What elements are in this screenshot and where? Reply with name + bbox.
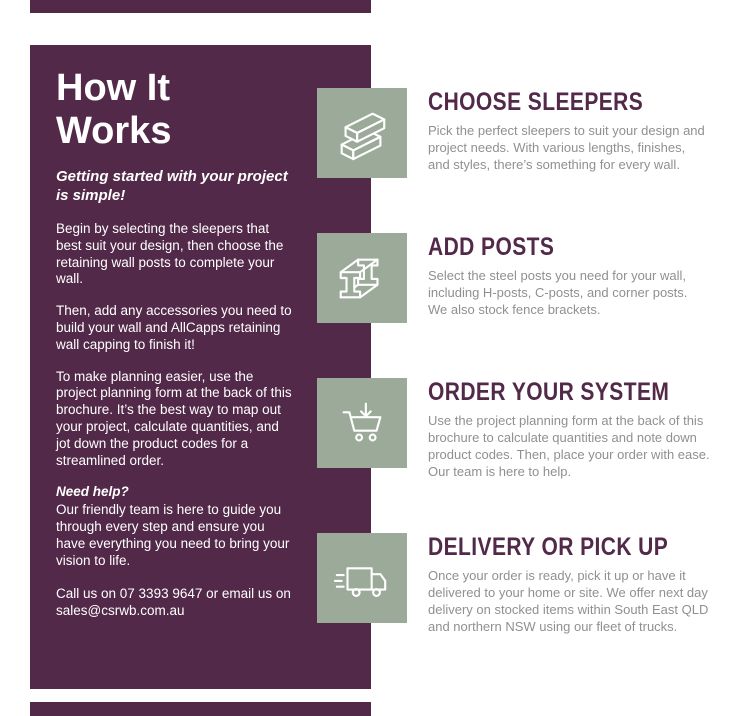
step-choose-sleepers: CHOOSE SLEEPERS Pick the perfect sleeper… bbox=[317, 88, 710, 178]
sidebar-paragraph-accessories: Then, add any accessories you need to bu… bbox=[56, 303, 292, 352]
step-content: ADD POSTS Select the steel posts you nee… bbox=[428, 233, 710, 323]
contact-text: Call us on 07 3393 9647 or email us on s… bbox=[56, 586, 291, 619]
steel-post-icon bbox=[317, 233, 407, 323]
step-content: CHOOSE SLEEPERS Pick the perfect sleeper… bbox=[428, 88, 710, 178]
step-order-system: ORDER YOUR SYSTEM Use the project planni… bbox=[317, 378, 710, 480]
title-line: Works bbox=[56, 110, 172, 152]
purple-bottom-strip bbox=[30, 702, 371, 716]
step-delivery-pickup: DELIVERY OR PICK UP Once your order is r… bbox=[317, 533, 710, 635]
sidebar-panel: How It Works Getting started with your p… bbox=[30, 45, 371, 689]
page-title: How It Works bbox=[56, 67, 293, 153]
step-content: ORDER YOUR SYSTEM Use the project planni… bbox=[428, 378, 710, 480]
sidebar-paragraph-planning: To make planning easier, use the project… bbox=[56, 368, 292, 468]
need-help-heading: Need help? bbox=[56, 484, 129, 500]
cart-arrow-icon bbox=[317, 378, 407, 468]
step-description: Pick the perfect sleepers to suit your d… bbox=[428, 123, 705, 173]
step-description: Select the steel posts you need for your… bbox=[428, 268, 688, 318]
purple-top-strip bbox=[30, 0, 371, 13]
step-description: Use the project planning form at the bac… bbox=[428, 413, 710, 480]
step-title: DELIVERY OR PICK UP bbox=[428, 533, 669, 561]
sidebar-paragraph-begin: Begin by selecting the sleepers that bes… bbox=[56, 221, 284, 287]
step-title: CHOOSE SLEEPERS bbox=[428, 88, 644, 116]
intro-tagline: Getting started with your project is sim… bbox=[56, 168, 288, 204]
sleepers-icon bbox=[317, 88, 407, 178]
step-add-posts: ADD POSTS Select the steel posts you nee… bbox=[317, 233, 710, 323]
step-content: DELIVERY OR PICK UP Once your order is r… bbox=[428, 533, 710, 635]
delivery-truck-icon bbox=[317, 533, 407, 623]
need-help-text: Our friendly team is here to guide you t… bbox=[56, 502, 290, 568]
step-description: Once your order is ready, pick it up or … bbox=[428, 568, 709, 635]
step-title: ORDER YOUR SYSTEM bbox=[428, 378, 670, 406]
step-title: ADD POSTS bbox=[428, 233, 555, 261]
title-line: How It bbox=[56, 67, 170, 109]
